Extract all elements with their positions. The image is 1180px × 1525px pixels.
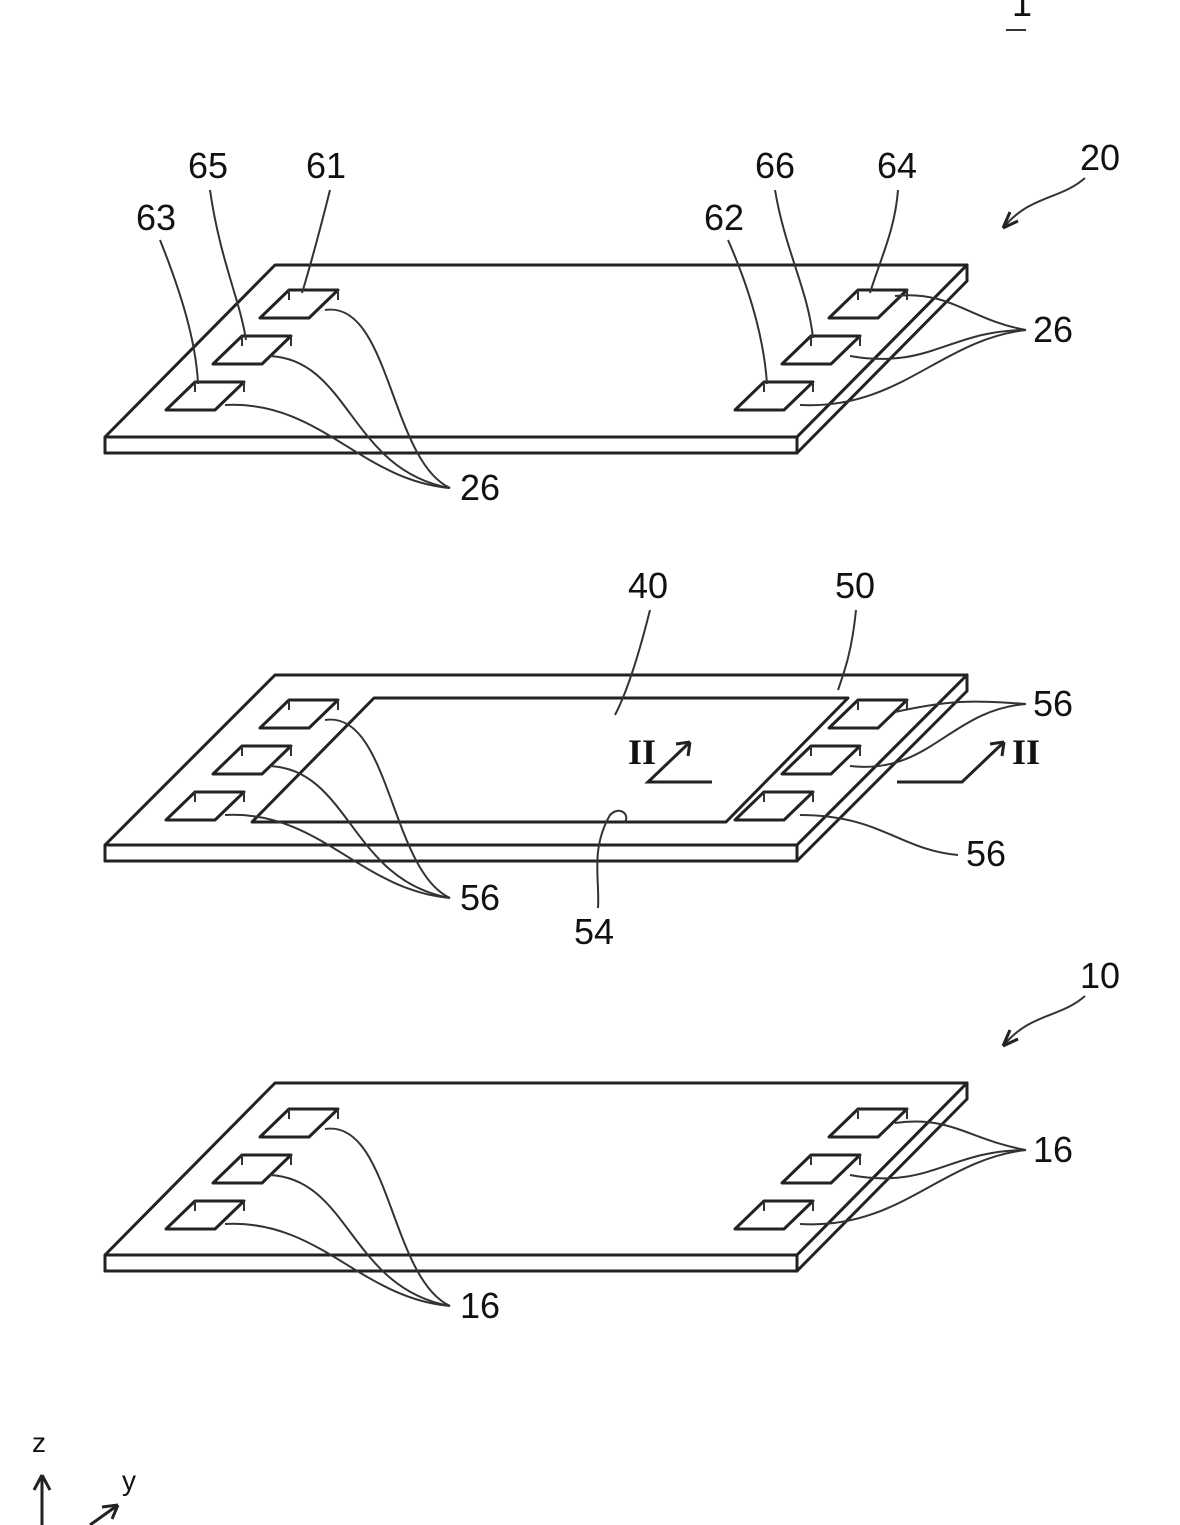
middle-layer-front-edge [105,845,797,861]
label-64: 64 [877,145,917,186]
bottom-plate: 10 16 16 [105,955,1120,1326]
section-marker-left: II [628,732,656,772]
section-marker-right: II [1012,732,1040,772]
axis-y-label: y [122,1465,136,1496]
ref-40: 40 [628,565,668,606]
top-plate-front-edge [105,437,797,453]
bottom-plate-front-edge [105,1255,797,1271]
ref-50: 50 [835,565,875,606]
ref-20: 20 [1080,137,1120,178]
ref-54: 54 [574,911,614,952]
figure-number: 1 [1012,0,1032,24]
section-arrow-right [897,742,1004,782]
ref-20-leader [1003,178,1085,228]
label-61: 61 [306,145,346,186]
label-66: 66 [755,145,795,186]
top-plate: 20 65 61 63 66 64 62 26 26 [105,137,1120,508]
label-62: 62 [704,197,744,238]
label-16-right: 16 [1033,1129,1073,1170]
label-56-left: 56 [460,877,500,918]
middle-layer: 40 50 II II 54 56 56 56 [105,565,1073,952]
label-26-right: 26 [1033,309,1073,350]
ref-10-leader [1003,996,1085,1046]
label-65: 65 [188,145,228,186]
label-63: 63 [136,197,176,238]
label-56-right-bottom: 56 [966,833,1006,874]
label-56-right-top: 56 [1033,683,1073,724]
axis-z-label: z [32,1427,46,1458]
ref-10: 10 [1080,955,1120,996]
axes-indicator: z y [32,1427,136,1525]
label-26-left: 26 [460,467,500,508]
label-16-left: 16 [460,1285,500,1326]
